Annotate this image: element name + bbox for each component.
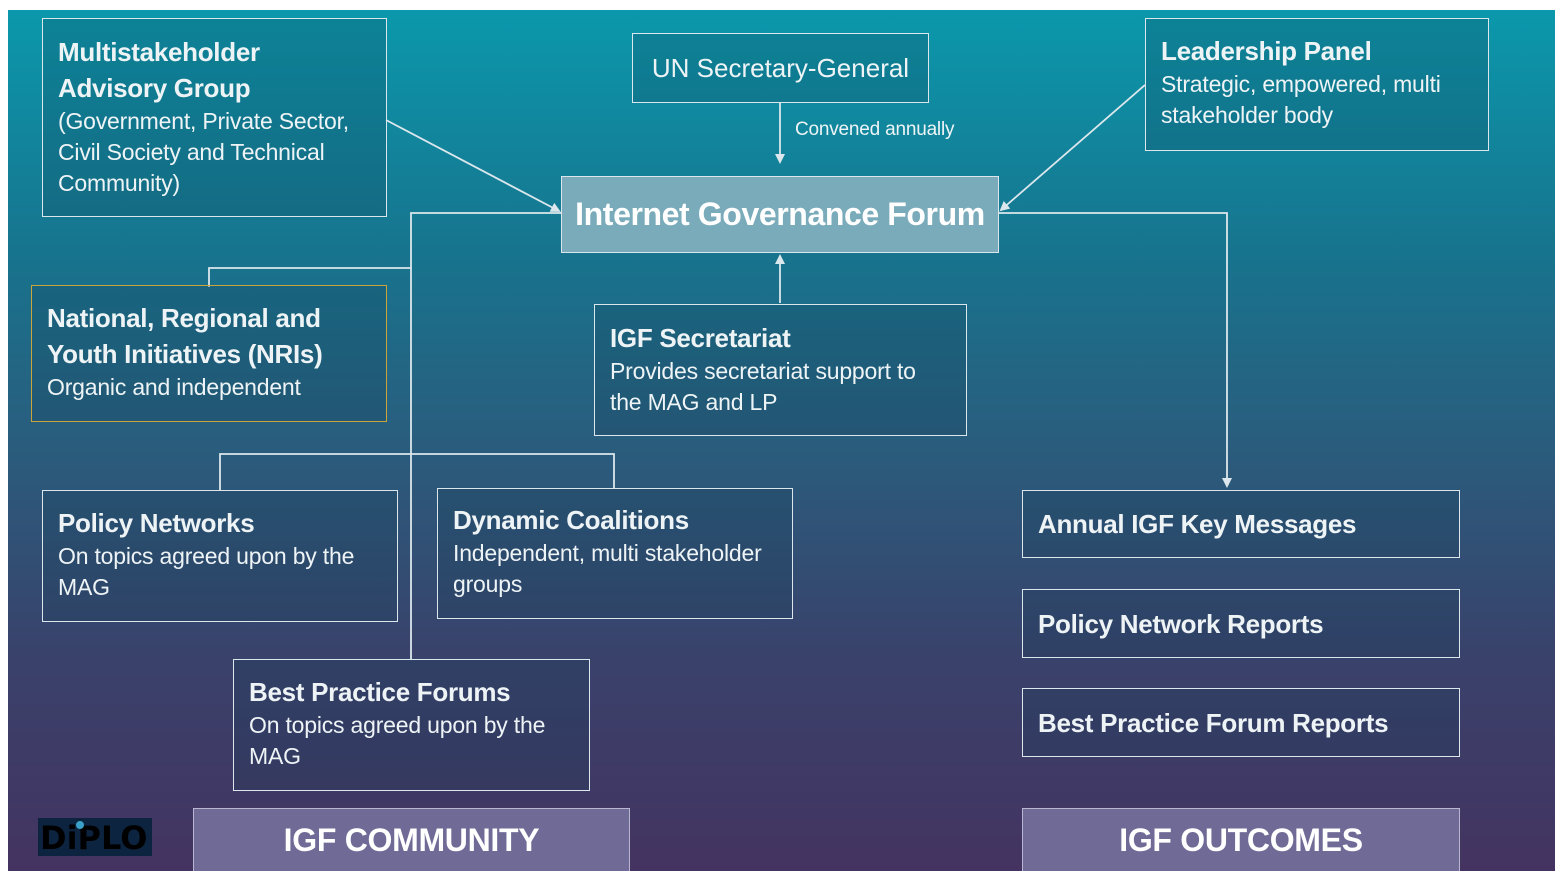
un-label: UN Secretary-General (651, 52, 910, 83)
policy-networks-desc-line1: On topics agreed upon by the (58, 543, 355, 569)
dynamic-coalitions-desc-line1: Independent, multi stakeholder (453, 540, 762, 566)
line-to-nri (208, 267, 411, 287)
best-practice-desc-line2: MAG (249, 743, 301, 769)
mag-title-line2: Advisory Group (58, 73, 251, 103)
nri-title-line1: National, Regional and (47, 303, 321, 333)
igf-community-label: IGF COMMUNITY (283, 821, 540, 858)
un-secretary-general-box: UN Secretary-General (632, 33, 929, 103)
outcome-label: Policy Network Reports (1038, 608, 1324, 639)
mag-desc-line3: Community) (58, 170, 180, 196)
line-igf-to-community (410, 212, 561, 659)
igf-label: Internet Governance Forum (575, 196, 985, 232)
dynamic-coalitions-box: Dynamic Coalitions Independent, multi st… (437, 488, 793, 619)
secretariat-box: IGF Secretariat Provides secretariat sup… (594, 304, 967, 436)
leadership-title: Leadership Panel (1161, 36, 1372, 66)
mag-desc-line1: (Government, Private Sector, (58, 108, 349, 134)
igf-community-banner: IGF COMMUNITY (193, 808, 630, 871)
leadership-panel-box: Leadership Panel Strategic, empowered, m… (1145, 18, 1489, 151)
line-to-policy-and-dynamic (219, 453, 615, 490)
mag-title-line1: Multistakeholder (58, 37, 260, 67)
igf-outcomes-banner: IGF OUTCOMES (1022, 808, 1460, 871)
leadership-desc-line2: stakeholder body (1161, 102, 1333, 128)
best-practice-title: Best Practice Forums (249, 677, 511, 707)
mag-box: Multistakeholder Advisory Group (Governm… (42, 18, 387, 217)
best-practice-desc-line1: On topics agreed upon by the (249, 712, 546, 738)
policy-networks-box: Policy Networks On topics agreed upon by… (42, 490, 398, 622)
diplo-logo-text: DiPLO (40, 819, 147, 856)
nri-title-line2: Youth Initiatives (NRIs) (47, 339, 323, 369)
arrow-igf-to-outcomes (999, 212, 1232, 488)
outcome-item-key-messages: Annual IGF Key Messages (1022, 490, 1460, 558)
leadership-desc-line1: Strategic, empowered, multi (1161, 71, 1441, 97)
outcome-label: Annual IGF Key Messages (1038, 509, 1357, 539)
policy-networks-desc-line2: MAG (58, 574, 110, 600)
secretariat-desc-line1: Provides secretariat support to (610, 358, 916, 384)
outcome-label: Best Practice Forum Reports (1038, 707, 1389, 738)
best-practice-forums-box: Best Practice Forums On topics agreed up… (233, 659, 590, 791)
dynamic-coalitions-desc-line2: groups (453, 571, 523, 597)
arrow-mag-to-igf (385, 119, 561, 212)
mag-desc-line2: Civil Society and Technical (58, 139, 325, 165)
secretariat-title: IGF Secretariat (610, 323, 791, 353)
nri-box: National, Regional and Youth Initiatives… (31, 285, 387, 422)
diagram-background (8, 10, 1555, 871)
outcome-item-best-practice-reports: Best Practice Forum Reports (1022, 688, 1460, 757)
nri-desc: Organic and independent (47, 374, 301, 400)
policy-networks-title: Policy Networks (58, 508, 255, 538)
secretariat-desc-line2: the MAG and LP (610, 389, 778, 415)
igf-box: Internet Governance Forum (561, 176, 999, 253)
diplo-logo: DiPLO (38, 818, 152, 857)
dynamic-coalitions-title: Dynamic Coalitions (453, 505, 689, 535)
outcome-item-policy-network-reports: Policy Network Reports (1022, 589, 1460, 658)
arrow-leadership-to-igf (999, 84, 1146, 212)
igf-outcomes-label: IGF OUTCOMES (1119, 821, 1363, 858)
convened-annually-label: Convened annually (795, 119, 955, 140)
